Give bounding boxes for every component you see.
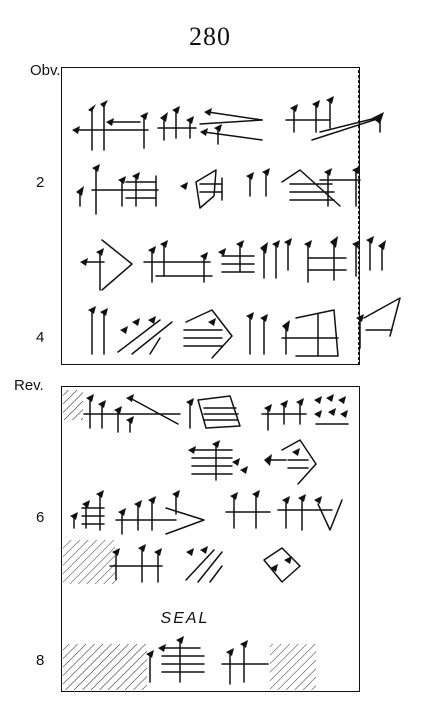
reverse-line-8-signs <box>63 636 316 690</box>
hatched-damage-icon <box>270 644 316 690</box>
edge-break-line <box>358 70 359 365</box>
line-number-6: 6 <box>36 509 45 526</box>
hatched-damage-icon <box>63 644 147 690</box>
seal-label: SEAL <box>160 610 210 627</box>
obverse-line-1-signs <box>72 96 384 151</box>
reverse-line-5b-signs <box>188 439 317 485</box>
line-number-4: 4 <box>36 329 45 346</box>
reverse-line-7-signs <box>63 540 301 584</box>
hatched-damage-icon <box>63 540 115 584</box>
line-number-8: 8 <box>36 652 45 669</box>
line-number-2: 2 <box>36 174 45 191</box>
obverse-line-2-signs <box>76 164 361 215</box>
hatched-damage-icon <box>63 390 83 420</box>
reverse-frame <box>61 386 360 692</box>
obverse-line-3-signs <box>80 236 386 291</box>
reverse-line-5-signs <box>63 390 349 433</box>
page-number: 280 <box>189 22 231 51</box>
reverse-label: Rev. <box>14 377 44 394</box>
obverse-frame <box>61 67 360 365</box>
obverse-label: Obv. <box>30 62 61 79</box>
reverse-line-6-signs <box>70 490 343 535</box>
obverse-line-4-signs <box>88 297 401 359</box>
